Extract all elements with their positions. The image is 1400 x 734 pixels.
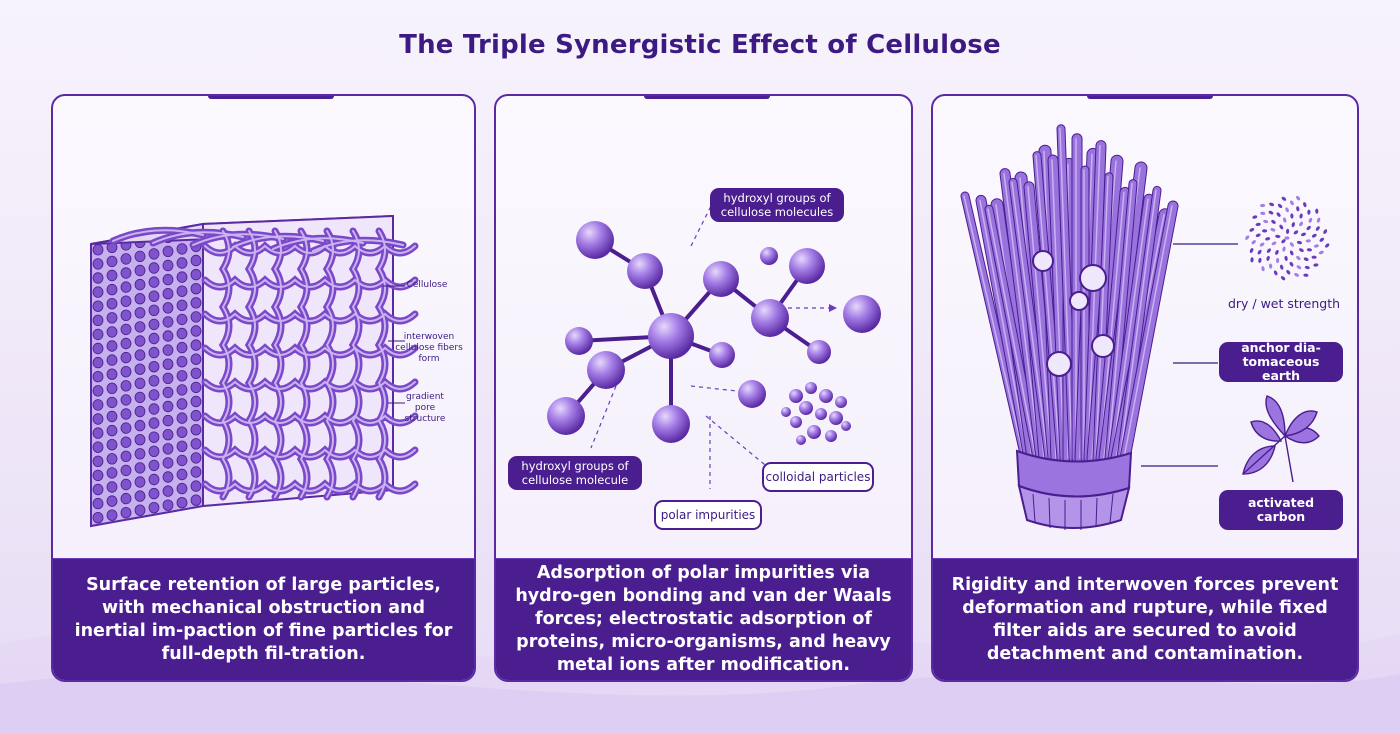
label-hydroxyl-bottom: hydroxyl groups of cellulose molecule <box>508 456 642 490</box>
label-activated-carbon: activated carbon <box>1219 490 1343 530</box>
label-cellulose: Cellulose <box>406 280 448 290</box>
label-anchor-diatomaceous: anchor dia-tomaceous earth <box>1219 341 1343 383</box>
panel-caption: Rigidity and interwoven forces prevent d… <box>933 558 1357 680</box>
panel-tab <box>208 96 334 99</box>
panel-caption: Surface retention of large particles, wi… <box>53 558 474 680</box>
page-title: The Triple Synergistic Effect of Cellulo… <box>399 30 1001 60</box>
panel-adsorption: hydroxyl groups of cellulose molecules h… <box>494 94 913 682</box>
label-interwoven-fibers: interwoven cellulose fibers form <box>395 332 463 364</box>
label-dry-wet-strength: dry / wet strength <box>1227 296 1341 311</box>
panel-surface-retention: Cellulose interwoven cellulose fibers fo… <box>51 94 476 682</box>
fiber-cube-illustration <box>90 214 419 528</box>
panel-caption: Adsorption of polar impurities via hydro… <box>496 558 911 680</box>
molecule-illustration <box>547 199 881 489</box>
label-polar-impurities: polar impurities <box>654 500 762 530</box>
label-hydroxyl-top: hydroxyl groups of cellulose molecules <box>710 188 844 222</box>
label-colloidal-particles: colloidal particles <box>762 462 874 492</box>
fiber-bundle-illustration <box>960 124 1330 530</box>
panel-tab <box>1087 96 1213 99</box>
panel-tab <box>644 96 770 99</box>
panel-rigidity: dry / wet strength anchor dia-tomaceous … <box>931 94 1359 682</box>
label-gradient-pore: gradient pore structure <box>404 392 446 424</box>
